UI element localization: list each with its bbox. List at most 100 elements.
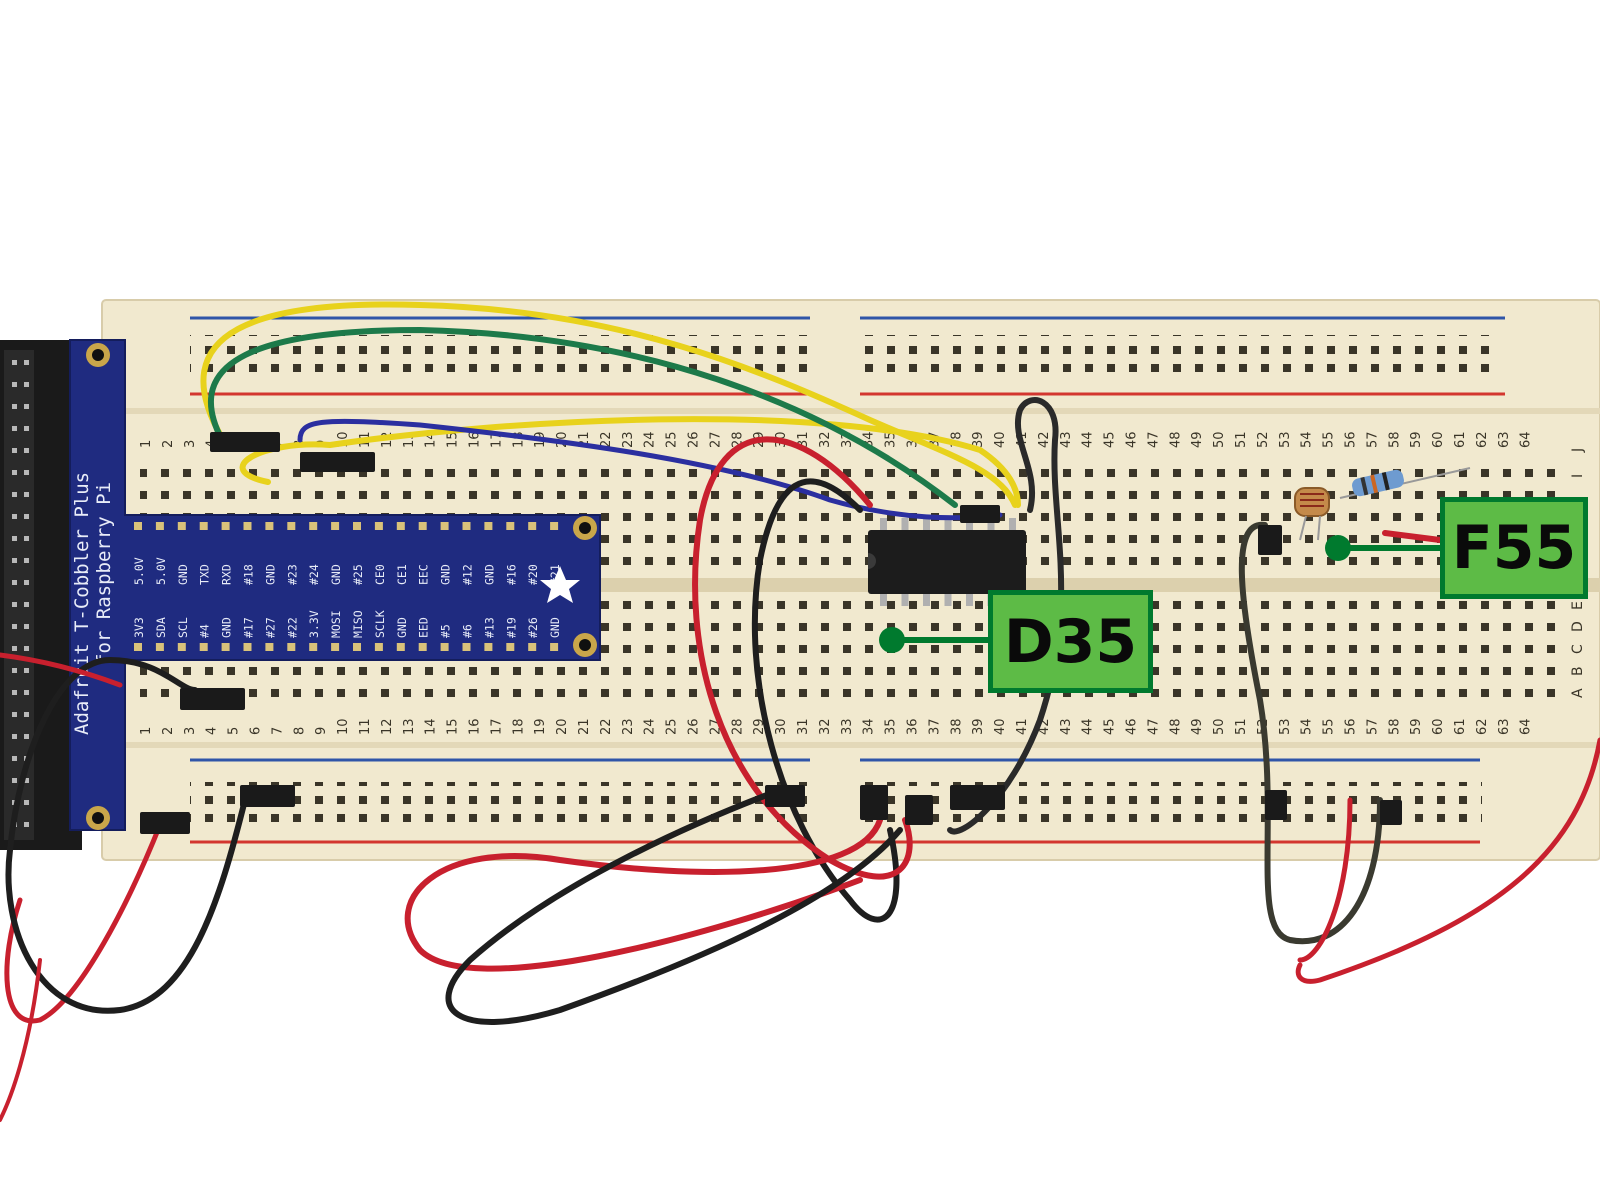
column-number: 51	[1234, 718, 1249, 735]
column-number: 44	[1081, 718, 1096, 735]
cobbler-pin-label: 3.3V	[307, 610, 321, 638]
cobbler-pin-label: #12	[461, 564, 475, 585]
column-number: 64	[1519, 431, 1534, 448]
column-number: 5	[227, 727, 242, 735]
cobbler-pin-label: #25	[351, 564, 365, 585]
callout-f55: F55	[1440, 497, 1588, 599]
column-number: 33	[840, 718, 855, 735]
column-number: 58	[1387, 718, 1402, 735]
cobbler-pin-label: SCL	[176, 617, 190, 638]
column-number: 1	[139, 727, 154, 735]
column-number: 27	[708, 431, 723, 448]
column-number: 22	[599, 431, 614, 448]
column-number: 53	[1278, 718, 1293, 735]
cobbler-pin-label: GND	[548, 617, 562, 638]
column-number: 1	[139, 440, 154, 448]
cobbler-pin-label: #26	[526, 617, 540, 638]
cobbler-subtitle: for Raspberry Pi	[93, 482, 115, 665]
cobbler-pin-label: #4	[198, 624, 212, 638]
column-number: 17	[489, 718, 504, 735]
column-number: 59	[1409, 431, 1424, 448]
column-number: 25	[665, 431, 680, 448]
column-number: 25	[665, 718, 680, 735]
column-number: 62	[1475, 718, 1490, 735]
column-number: 39	[971, 431, 986, 448]
column-number: 39	[971, 718, 986, 735]
column-number: 38	[949, 718, 964, 735]
cobbler-pin-label: GND	[482, 564, 496, 585]
column-number: 11	[358, 718, 373, 735]
cobbler-pin-label: GND	[176, 564, 190, 585]
column-number: 30	[774, 718, 789, 735]
column-number: 55	[1322, 718, 1337, 735]
column-number: 43	[1059, 431, 1074, 448]
cobbler-pin-label: #16	[504, 564, 518, 585]
column-number: 57	[1365, 718, 1380, 735]
column-number: 46	[1125, 431, 1140, 448]
column-number: 6	[249, 727, 264, 735]
column-number: 54	[1300, 431, 1315, 448]
photoresistor	[1294, 487, 1330, 541]
column-number: 12	[380, 718, 395, 735]
row-letter: D	[1570, 621, 1586, 632]
column-number: 24	[643, 718, 658, 735]
cobbler-pin-label: #27	[263, 617, 277, 638]
column-number: 47	[1146, 718, 1161, 735]
column-number: 46	[1125, 718, 1140, 735]
column-number: 45	[1103, 431, 1118, 448]
column-number: 32	[818, 431, 833, 448]
cobbler-pin-label: 5.0V	[154, 557, 168, 585]
column-number: 34	[862, 718, 877, 735]
cobbler-pin-label: GND	[395, 617, 409, 638]
cobbler-pin-label: GND	[329, 564, 343, 585]
jumper-connectors	[140, 432, 1402, 834]
column-number: 64	[1519, 718, 1534, 735]
cobbler-pin-label: #22	[285, 617, 299, 638]
column-number: 59	[1409, 718, 1424, 735]
callout-f55-marker	[1325, 535, 1351, 561]
column-number: 16	[468, 431, 483, 448]
column-number: 35	[884, 431, 899, 448]
row-letter: J	[1570, 448, 1586, 453]
column-number: 23	[621, 431, 636, 448]
column-number: 23	[621, 718, 636, 735]
column-number: 31	[796, 718, 811, 735]
column-number: 63	[1497, 431, 1512, 448]
row-letter: B	[1570, 666, 1586, 676]
column-number: 9	[314, 727, 329, 735]
column-number: 48	[1168, 431, 1183, 448]
resistor	[1339, 467, 1471, 499]
column-number: 21	[577, 718, 592, 735]
column-number: 18	[511, 718, 526, 735]
cobbler-pin-label: #23	[285, 564, 299, 585]
column-number: 54	[1300, 718, 1315, 735]
row-letter: I	[1570, 474, 1586, 478]
cobbler-pin-label: MOSI	[329, 610, 343, 638]
column-number: 40	[993, 431, 1008, 448]
column-number: 37	[927, 718, 942, 735]
callout-f55-leader	[1325, 535, 1442, 561]
column-number: 48	[1168, 718, 1183, 735]
column-number: 52	[1256, 431, 1271, 448]
column-number: 20	[555, 718, 570, 735]
cobbler-pin-label: #18	[242, 564, 256, 585]
cobbler-pin-label: #6	[461, 624, 475, 638]
cobbler-pin-label: EEC	[417, 564, 431, 585]
cobbler-pin-label: EED	[417, 617, 431, 638]
callout-d35-leader	[879, 627, 990, 653]
column-number: 62	[1475, 431, 1490, 448]
cobbler-pin-label: CE0	[373, 564, 387, 585]
column-number: 35	[884, 718, 899, 735]
row-letter: E	[1570, 601, 1586, 610]
column-number: 26	[687, 718, 702, 735]
column-number: 2	[161, 727, 176, 735]
column-number: 42	[1037, 431, 1052, 448]
cobbler-pin-label: #5	[439, 624, 453, 638]
column-number: 15	[446, 431, 461, 448]
column-number: 58	[1387, 431, 1402, 448]
cobbler-pin-label: #17	[242, 617, 256, 638]
column-number: 56	[1344, 718, 1359, 735]
